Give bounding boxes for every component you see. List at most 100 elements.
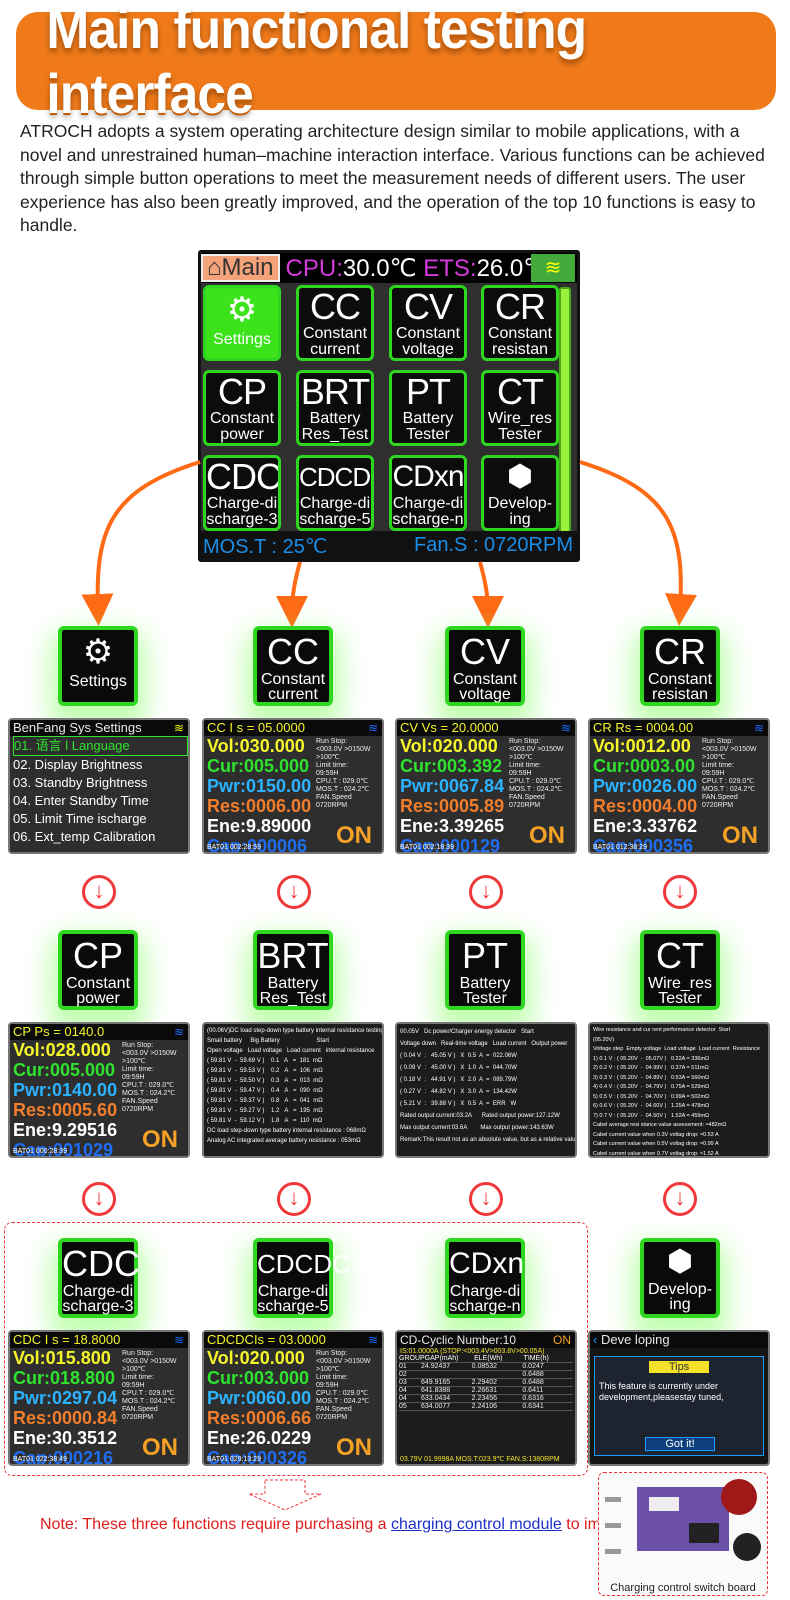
tile-code: CR [495,286,546,327]
wifi-icon: ≋ [367,721,378,735]
cpu-value: 30.0℃ [342,254,417,282]
settings-item[interactable]: 03. Standby Brightness [13,775,148,790]
settings-item[interactable]: 01. 语言 l Language [13,736,188,756]
tile-label: Constant resistan [487,325,553,358]
settings-item[interactable]: 05. Limit Time ischarge [13,811,147,826]
on-button[interactable]: ON [336,1434,372,1461]
settings-item[interactable]: 06. Ext_temp Calibration [13,829,156,844]
cap-row: Cap:001029 [13,1140,114,1158]
on-button[interactable]: ON [336,822,372,849]
tile-label: Battery Res_Test [301,410,369,443]
table-cell: 0.6316 [522,1395,544,1402]
vol-row: Vol:028.000 [13,1040,111,1060]
brt-table: (00.06V)DC load step-down type battery i… [207,1028,384,1144]
tile-label: Constant power [209,410,275,443]
tile-settings[interactable]: ⚙ Settings [203,285,281,361]
tile-code: CDC [206,456,281,497]
pt-screen: 00.05V Dc power/Charger energy detector … [395,1022,577,1158]
cur-row: Cur:005.000 [207,756,310,776]
page-title: Main functional testing interface [46,0,587,125]
module-photo: Charging control switch board [598,1472,768,1596]
module-caption: Charging control switch board [610,1582,756,1594]
table-cell: 0.6341 [522,1403,544,1410]
table-cell: GAP(mAh) [424,1355,459,1362]
down-arrow-icon: ↓ [82,1182,116,1216]
wifi-icon: ≋ [173,721,184,735]
screen-header: CDC I s = 18.8000≋ [10,1332,188,1348]
ene-row: Ene:26.0229 [207,1428,312,1448]
on-button[interactable]: ON [722,822,758,849]
side-info: Run Stop: <003.0V >0150W >100℃ Limit tim… [122,1042,177,1113]
battery-timer: BAT01 002:18:39 [400,844,454,851]
wifi-icon: ≋ [173,1025,184,1039]
table-cell [421,1371,472,1378]
battery-timer: BAT01 022:38:49 [13,1456,67,1463]
on-button[interactable]: ON [142,1434,178,1461]
cap-row: Cap:000216 [13,1448,114,1466]
vol-row: Vol:015.800 [13,1348,111,1368]
badge-code: CR [654,631,706,672]
table-cell: 2.26631 [471,1387,497,1394]
table-cell: GROUP [399,1355,425,1362]
hexagon-icon: ⬢ [506,460,534,493]
back-icon[interactable]: ‹ [593,1332,598,1347]
tile-developing[interactable]: ⬢Develop- ing [481,455,559,531]
cpu-label: CPU: [285,254,343,282]
battery-timer: BAT01 002:28:59 [207,844,261,851]
table-cell: 01 [399,1363,407,1370]
module-link[interactable]: charging control module [391,1516,562,1533]
down-arrow-icon: ↓ [469,1182,503,1216]
vol-row: Vol:0012.00 [593,736,691,756]
table-cell: 633.0434 [421,1395,451,1402]
down-arrow-icon: ↓ [82,875,116,909]
res-row: Res:0004.00 [593,796,698,816]
tile-label: Settings [213,331,271,348]
table-cell: 2.29402 [471,1379,497,1386]
tips-dialog: Tips This feature is currently under dev… [594,1356,764,1456]
arrow-settings [81,460,201,626]
table-cell: 0.08532 [471,1363,497,1370]
cur-row: Cur:003.392 [400,756,503,776]
badge-code: CDxn [449,1247,525,1280]
res-row: Res:0005.89 [400,796,505,816]
wifi-icon: ≋ [753,721,764,735]
down-arrow-icon: ↓ [277,1182,311,1216]
got-it-button[interactable]: Got it! [645,1437,715,1451]
badge-code: PT [461,935,508,976]
home-icon: ⌂ [207,254,222,281]
gear-icon: ⚙ [82,633,114,671]
settings-item[interactable]: 04. Enter Standby Time [13,793,149,808]
table-cell: TIME(h) [523,1355,549,1362]
ct-table: Wire resistance and cur rent performance… [593,1027,760,1157]
fan-speed: Fan.S : 0720RPM [414,534,573,556]
home-button[interactable]: ⌂ Main [201,254,280,282]
pwr-row: Pwr:0297.04 [13,1388,118,1408]
cap-row: Cap:000326 [207,1448,308,1466]
on-button[interactable]: ON [529,822,565,849]
table-cell: 24.92437 [421,1363,451,1370]
on-button[interactable]: ON [142,1126,178,1153]
badge-label: Charge-di scharge-5 [257,1283,329,1315]
screen-header: CV Vs = 20.0000≋ [397,720,575,736]
cap-row: Cap:000129 [400,836,501,854]
res-row: Res:0006.00 [207,796,312,816]
settings-item[interactable]: 02. Display Brightness [13,757,143,772]
tile-code: CT [497,371,544,412]
tile-code: CC [310,286,361,327]
vol-row: Vol:020.000 [207,1348,305,1368]
